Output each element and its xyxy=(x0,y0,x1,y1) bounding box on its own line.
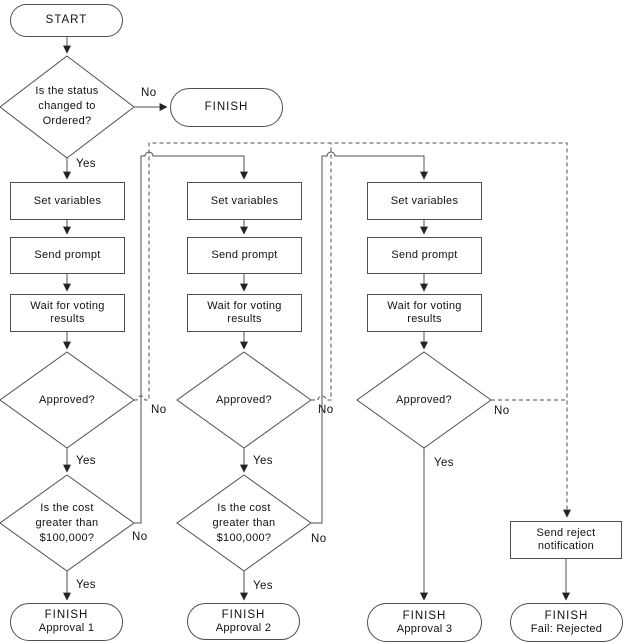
cost-decision-text-2: Is the cost greater than $100,000? xyxy=(184,499,304,547)
send-reject-line1: Send reject xyxy=(536,527,596,539)
edge-cost2-no-to-setvars3 xyxy=(311,151,428,524)
finish-fail-line1: FINISH xyxy=(544,609,589,622)
finish-fail-node: FINISH Fail: Rejected xyxy=(510,603,623,642)
wait-voting-line1-3: Wait for voting xyxy=(387,300,462,312)
finish-approval2-node: FINISH Approval 2 xyxy=(187,603,300,640)
set-variables-label-1: Set variables xyxy=(33,194,102,207)
label-approved1-no: No xyxy=(151,404,167,416)
cost-line2-2: greater than xyxy=(212,516,276,529)
start-node: START xyxy=(10,4,123,37)
edge-approved1-no-to-reject xyxy=(134,142,571,518)
edge-approved2-no-to-reject xyxy=(311,143,332,401)
label-cost2-yes: Yes xyxy=(253,580,273,592)
wait-voting-box-2: Wait for voting results xyxy=(187,294,302,332)
label-approved3-no: No xyxy=(494,405,510,417)
status-decision-text: Is the status changed to Ordered? xyxy=(7,82,127,130)
approved-text-2: Approved? xyxy=(184,392,304,408)
finish-approval3-node: FINISH Approval 3 xyxy=(367,603,482,642)
set-variables-box-3: Set variables xyxy=(367,182,482,220)
send-prompt-box-3: Send prompt xyxy=(367,237,482,274)
finish-approval1-line1: FINISH xyxy=(44,609,89,621)
set-variables-label-3: Set variables xyxy=(390,194,459,207)
send-prompt-label-1: Send prompt xyxy=(34,249,101,261)
send-reject-line2: notification xyxy=(537,540,595,552)
set-variables-label-2: Set variables xyxy=(210,194,279,207)
finish-approval1-node: FINISH Approval 1 xyxy=(10,603,123,641)
cost-line1-1: Is the cost xyxy=(40,501,94,514)
label-cost1-no: No xyxy=(132,531,148,543)
label-approved1-yes: Yes xyxy=(76,455,96,467)
cost-line3-1: $100,000? xyxy=(39,531,95,544)
wait-voting-line2-2: results xyxy=(227,313,262,325)
set-variables-box-1: Set variables xyxy=(10,182,125,220)
finish-approval2-line1: FINISH xyxy=(221,608,266,621)
approved-label-1: Approved? xyxy=(39,393,95,406)
send-prompt-box-1: Send prompt xyxy=(10,237,125,274)
finish-approval1-line2: Approval 1 xyxy=(38,622,95,634)
cost-line2-1: greater than xyxy=(35,516,99,529)
label-status-no: No xyxy=(141,87,157,99)
send-prompt-box-2: Send prompt xyxy=(187,237,302,274)
finish-top-node: FINISH xyxy=(170,88,283,127)
label-status-yes: Yes xyxy=(76,158,96,170)
wait-voting-line2-3: results xyxy=(407,313,442,325)
label-approved2-yes: Yes xyxy=(253,455,273,467)
finish-approval3-line1: FINISH xyxy=(402,609,447,622)
finish-approval2-line2: Approval 2 xyxy=(215,621,272,634)
wait-voting-line2-1: results xyxy=(50,313,85,325)
status-decision-line3: Ordered? xyxy=(42,114,92,127)
finish-fail-line2: Fail: Rejected xyxy=(530,622,603,635)
edge-cost1-no-to-setvars2 xyxy=(134,151,248,524)
approved-label-3: Approved? xyxy=(396,393,452,406)
send-prompt-label-2: Send prompt xyxy=(211,249,278,261)
finish-approval3-line2: Approval 3 xyxy=(396,622,453,635)
cost-line3-2: $100,000? xyxy=(216,531,272,544)
finish-top-label: FINISH xyxy=(204,101,249,113)
cost-decision-text-1: Is the cost greater than $100,000? xyxy=(7,499,127,547)
label-cost1-yes: Yes xyxy=(76,579,96,591)
set-variables-box-2: Set variables xyxy=(187,182,302,220)
label-approved3-yes: Yes xyxy=(434,457,454,469)
label-cost2-no: No xyxy=(311,533,327,545)
cost-line1-2: Is the cost xyxy=(217,501,271,514)
wait-voting-line1-2: Wait for voting xyxy=(207,300,282,312)
wait-voting-box-3: Wait for voting results xyxy=(367,294,482,332)
approved-text-1: Approved? xyxy=(7,392,127,408)
approved-text-3: Approved? xyxy=(364,392,484,408)
label-approved2-no: No xyxy=(318,404,334,416)
wait-voting-box-1: Wait for voting results xyxy=(10,294,125,332)
start-label: START xyxy=(45,14,88,26)
send-prompt-label-3: Send prompt xyxy=(391,249,458,261)
send-reject-box: Send reject notification xyxy=(510,521,622,559)
approved-label-2: Approved? xyxy=(216,393,272,406)
status-decision-line1: Is the status xyxy=(35,84,99,97)
wait-voting-line1-1: Wait for voting xyxy=(30,300,105,312)
status-decision-line2: changed to xyxy=(38,99,96,112)
